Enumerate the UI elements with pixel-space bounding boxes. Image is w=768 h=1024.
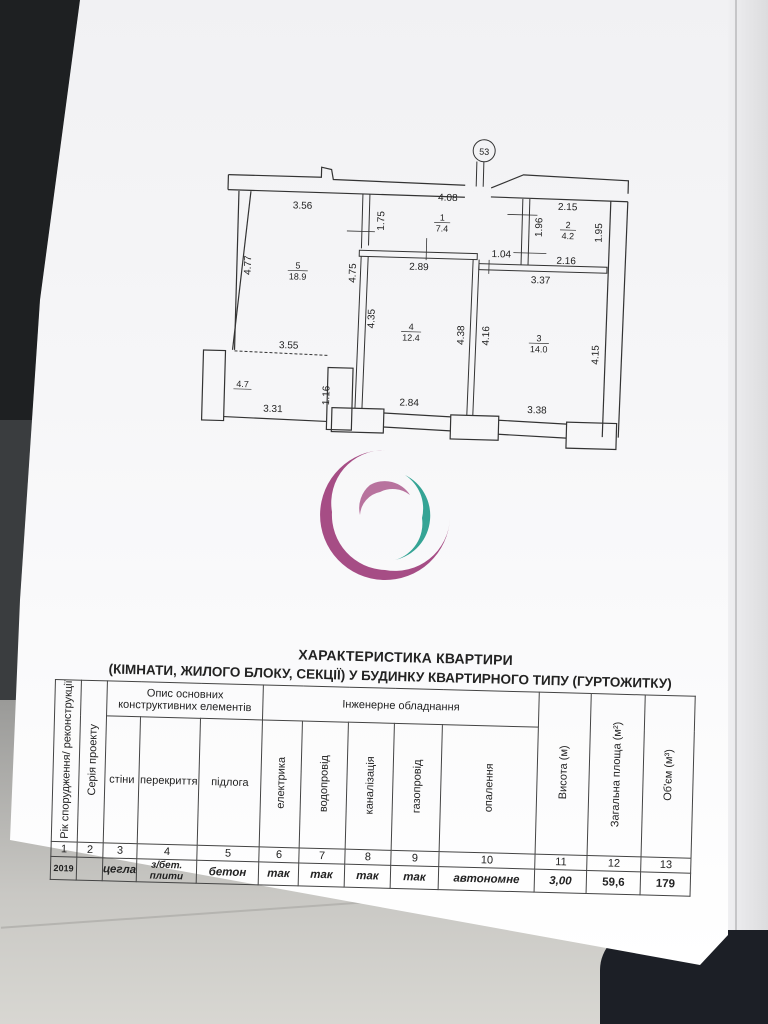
header-total-area: Загальна площа (м²) bbox=[587, 693, 646, 858]
col-num: 13 bbox=[640, 857, 692, 874]
circle-swirl-logo bbox=[320, 449, 450, 580]
dim-1-75: 1.75 bbox=[376, 211, 388, 231]
header-walls: стіни bbox=[103, 715, 141, 845]
dim-2-89: 2.89 bbox=[409, 262, 429, 274]
room-5-area: 18.9 bbox=[289, 271, 307, 281]
dimension-labels: 3.56 4.08 2.15 1.75 1.96 1.95 4.77 4.75 … bbox=[243, 192, 606, 417]
room-4-area: 12.4 bbox=[402, 333, 420, 343]
header-sewer: каналізація bbox=[345, 722, 395, 851]
room-3-number: 3 bbox=[536, 333, 541, 343]
col-num: 4 bbox=[136, 844, 198, 861]
dim-2-84: 2.84 bbox=[399, 397, 419, 409]
marker-label: 53 bbox=[479, 147, 489, 157]
value-series bbox=[76, 857, 103, 882]
dimension-ticks bbox=[346, 214, 547, 274]
room-1-area: 7.4 bbox=[436, 223, 449, 233]
balcony-area: 4.7 bbox=[236, 379, 249, 389]
room-3-area: 14.0 bbox=[530, 344, 548, 354]
header-gas: газопровід bbox=[391, 723, 443, 853]
value-floor: бетон bbox=[196, 860, 259, 886]
adjacent-sheet-edge bbox=[735, 0, 737, 940]
col-num: 2 bbox=[76, 842, 104, 859]
header-water: водопровід bbox=[299, 720, 349, 850]
characteristics-table: Рік спорудження/ реконструкції Серія про… bbox=[50, 679, 696, 897]
col-num: 3 bbox=[102, 843, 138, 860]
dim-1-96: 1.96 bbox=[534, 217, 546, 237]
value-gas: так bbox=[390, 865, 439, 891]
dim-4-75: 4.75 bbox=[347, 263, 359, 283]
header-heating: опалення bbox=[439, 724, 539, 855]
header-volume: Об'єм (м³) bbox=[641, 694, 696, 859]
apartment-characteristics: ХАРАКТЕРИСТИКА КВАРТИРИ (КІМНАТИ, ЖИЛОГО… bbox=[50, 640, 696, 897]
room-labels: 1 7.4 2 4.2 3 14.0 4 12.4 5 18.9 4.7 bbox=[233, 213, 577, 390]
dim-3-37: 3.37 bbox=[531, 275, 551, 287]
interior-walls bbox=[234, 194, 608, 416]
header-elements: Опис основних конструктивних елементів bbox=[106, 680, 264, 720]
dim-1-04: 1.04 bbox=[491, 249, 511, 261]
col-num: 8 bbox=[344, 849, 392, 866]
value-walls: цегла bbox=[102, 858, 137, 883]
col-num: 11 bbox=[534, 854, 588, 871]
value-volume: 179 bbox=[640, 872, 691, 897]
outer-walls bbox=[200, 166, 630, 451]
room-4-number: 4 bbox=[409, 322, 414, 332]
header-electric: електрика bbox=[259, 719, 303, 849]
room-5-number: 5 bbox=[295, 261, 300, 271]
dim-3-31: 3.31 bbox=[263, 404, 283, 416]
section-marker: 53 bbox=[472, 139, 496, 187]
value-year: 2019 bbox=[50, 856, 77, 881]
room-2-number: 2 bbox=[566, 220, 571, 230]
dim-4-08: 4.08 bbox=[438, 192, 458, 204]
dim-4-35: 4.35 bbox=[366, 308, 378, 328]
col-num: 1 bbox=[50, 841, 78, 858]
dim-4-38: 4.38 bbox=[456, 325, 468, 345]
dim-3-38: 3.38 bbox=[527, 405, 547, 417]
value-electric: так bbox=[258, 862, 299, 887]
col-num: 12 bbox=[586, 855, 642, 873]
col-num: 6 bbox=[258, 847, 300, 864]
header-floors-slab: перекриття bbox=[137, 716, 201, 846]
value-heating: автономне bbox=[438, 867, 535, 893]
value-floors-slab: з/бет. плити bbox=[136, 859, 197, 884]
dim-2-15: 2.15 bbox=[558, 202, 578, 214]
value-total-area: 59,6 bbox=[586, 870, 641, 896]
dim-4-15: 4.15 bbox=[590, 345, 602, 365]
col-num: 5 bbox=[196, 845, 260, 863]
col-num: 9 bbox=[390, 850, 440, 868]
room-1-number: 1 bbox=[440, 213, 445, 223]
dim-1-95: 1.95 bbox=[594, 223, 606, 243]
dim-1-16: 1.16 bbox=[321, 385, 333, 405]
dim-2-16: 2.16 bbox=[556, 256, 576, 268]
document-page bbox=[10, 0, 728, 965]
header-height: Висота (м) bbox=[535, 692, 592, 856]
dim-4-16: 4.16 bbox=[481, 326, 493, 346]
value-water: так bbox=[298, 863, 345, 888]
value-sewer: так bbox=[344, 864, 391, 889]
value-height: 3,00 bbox=[534, 869, 587, 894]
room-2-area: 4.2 bbox=[561, 231, 574, 241]
header-floor: підлога bbox=[197, 718, 263, 848]
col-num: 7 bbox=[298, 848, 346, 865]
dim-3-56: 3.56 bbox=[293, 200, 313, 212]
dim-3-55: 3.55 bbox=[279, 340, 299, 352]
dim-4-77: 4.77 bbox=[243, 255, 255, 275]
